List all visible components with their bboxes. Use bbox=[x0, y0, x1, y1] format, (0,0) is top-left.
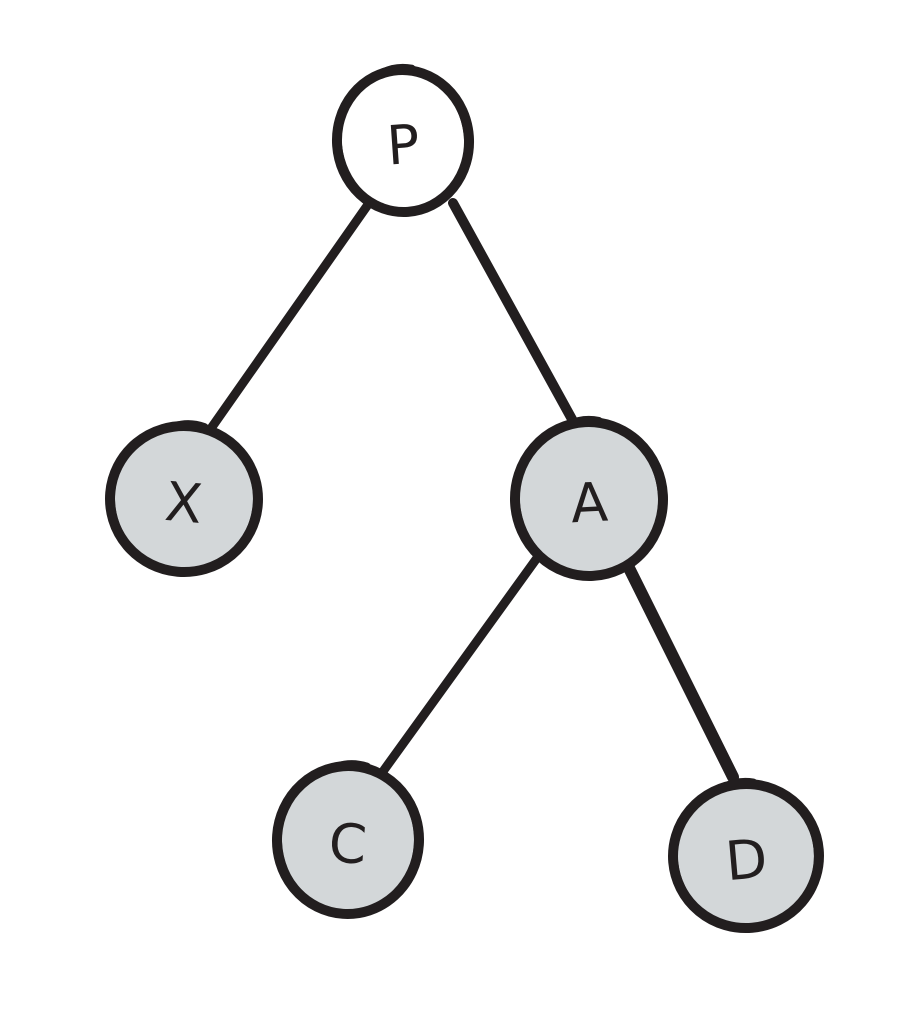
node-D: D bbox=[668, 777, 824, 934]
node-label-P: P bbox=[385, 112, 422, 177]
node-A: A bbox=[509, 415, 669, 581]
pen-overlap-mark bbox=[333, 760, 371, 770]
edge-A-C bbox=[379, 553, 542, 775]
edge-A-D bbox=[621, 558, 739, 783]
pen-overlap-mark bbox=[378, 63, 416, 76]
edge-P-X bbox=[207, 201, 372, 432]
node-label-C: C bbox=[327, 811, 369, 876]
node-X: X bbox=[105, 420, 263, 578]
pen-overlap-mark bbox=[720, 777, 758, 791]
pen-overlap-mark bbox=[565, 415, 603, 428]
node-C: C bbox=[271, 760, 425, 919]
node-label-D: D bbox=[723, 827, 770, 893]
node-P: P bbox=[331, 63, 475, 217]
node-label-A: A bbox=[569, 471, 609, 536]
edge-P-A bbox=[448, 198, 578, 426]
pen-overlap-mark bbox=[170, 420, 208, 431]
node-label-X: X bbox=[162, 470, 204, 536]
